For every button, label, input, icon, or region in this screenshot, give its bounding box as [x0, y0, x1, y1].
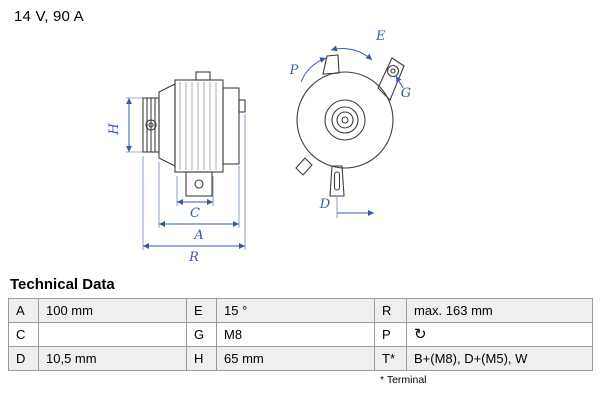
spec-value-g: M8	[216, 322, 375, 347]
terminal-footnote: * Terminal	[380, 374, 427, 386]
spec-value-e: 15 °	[216, 298, 375, 323]
spec-value-t: B+(M8), D+(M5), W	[406, 346, 593, 371]
angle-label-e: E	[375, 29, 386, 44]
spec-key-e: E	[186, 298, 217, 323]
table-row: D 10,5 mm H 65 mm T* B+(M8), D+(M5), W	[8, 346, 593, 371]
alternator-side-view: H C A R	[107, 71, 246, 265]
table-row: A 100 mm E 15 ° R max. 163 mm	[8, 298, 593, 323]
spec-value-c	[38, 322, 187, 347]
spec-key-t: T*	[374, 346, 407, 371]
dim-label-d: D	[319, 197, 331, 212]
spec-table: A 100 mm E 15 ° R max. 163 mm C G M8 P ↻…	[8, 298, 593, 371]
thread-label-g: G	[401, 86, 411, 101]
dim-label-a: A	[193, 228, 203, 243]
spec-key-g: G	[186, 322, 217, 347]
spec-key-a: A	[8, 298, 39, 323]
rotation-direction-icon: ↻	[406, 322, 593, 347]
spec-key-c: C	[8, 322, 39, 347]
rating-title: 14 V, 90 A	[14, 8, 84, 25]
alternator-technical-drawing: H C A R	[107, 29, 411, 265]
dim-label-r: R	[188, 250, 199, 265]
technical-data-heading: Technical Data	[10, 276, 115, 293]
spec-value-r: max. 163 mm	[406, 298, 593, 323]
spec-key-d: D	[8, 346, 39, 371]
dim-label-c: C	[190, 206, 200, 221]
alternator-front-view: E P G D	[289, 29, 411, 218]
table-row: C G M8 P ↻	[8, 322, 593, 347]
dim-label-h: H	[107, 123, 122, 136]
spec-value-d: 10,5 mm	[38, 346, 187, 371]
spec-value-h: 65 mm	[216, 346, 375, 371]
technical-data-section: Technical Data A 100 mm E 15 ° R max. 16…	[8, 276, 593, 386]
spec-value-a: 100 mm	[38, 298, 187, 323]
spec-key-h: H	[186, 346, 217, 371]
rotation-label-p: P	[289, 63, 299, 78]
spec-key-p: P	[374, 322, 407, 347]
spec-key-r: R	[374, 298, 407, 323]
